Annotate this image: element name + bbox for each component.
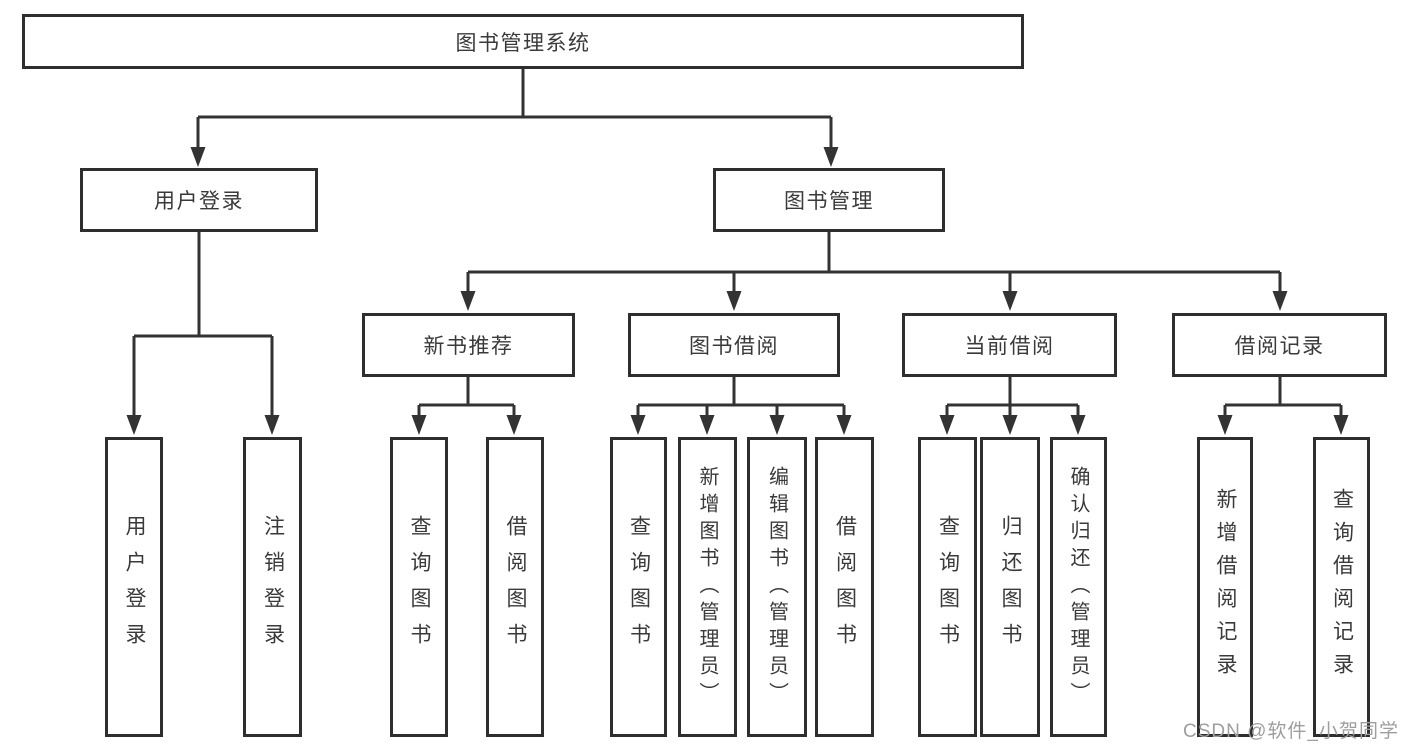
- leaf-logout: 注销登录: [243, 437, 302, 737]
- csdn-watermark: CSDN @软件_小贺同学: [1183, 721, 1399, 742]
- node-label: 当前借阅: [964, 335, 1055, 358]
- leaf-record-query: 查询借阅记录: [1313, 437, 1370, 737]
- leaf-label: 归还图书: [999, 515, 1022, 659]
- leaf-label: 编辑图书（管理员）: [765, 465, 788, 709]
- leaf-label: 查询图书: [408, 515, 431, 659]
- leaf-current-query: 查询图书: [918, 437, 977, 737]
- node-label: 图书管理: [784, 190, 874, 213]
- node-book-management-branch: 图书管理: [713, 168, 945, 232]
- node-label: 图书借阅: [689, 335, 779, 358]
- leaf-label: 查询图书: [627, 515, 651, 659]
- node-label: 新书推荐: [423, 335, 514, 358]
- node-borrow-records: 借阅记录: [1172, 313, 1387, 377]
- node-label: 借阅记录: [1234, 335, 1325, 358]
- leaf-newbook-borrow: 借阅图书: [486, 437, 544, 737]
- leaf-borrow-add-admin: 新增图书（管理员）: [678, 437, 737, 737]
- leaf-user-login: 用户登录: [105, 437, 163, 737]
- leaf-record-add: 新增借阅记录: [1197, 437, 1253, 737]
- node-user-login-branch: 用户登录: [80, 168, 318, 232]
- leaf-borrow-edit-admin: 编辑图书（管理员）: [747, 437, 807, 737]
- node-root-system: 图书管理系统: [22, 14, 1024, 69]
- leaf-label: 确认归还（管理员）: [1067, 465, 1089, 709]
- leaf-label: 查询图书: [936, 515, 960, 659]
- leaf-borrow-book: 借阅图书: [815, 437, 874, 737]
- leaf-label: 借阅图书: [833, 515, 857, 659]
- node-new-book-recommend: 新书推荐: [362, 313, 575, 377]
- node-current-borrow: 当前借阅: [902, 313, 1117, 377]
- node-book-borrow: 图书借阅: [628, 313, 840, 377]
- node-label: 用户登录: [154, 190, 244, 213]
- leaf-borrow-query: 查询图书: [610, 437, 667, 737]
- leaf-label: 注销登录: [261, 515, 285, 659]
- leaf-return-book: 归还图书: [980, 437, 1040, 737]
- leaf-label: 新增图书（管理员）: [696, 465, 718, 709]
- leaf-label: 借阅图书: [504, 515, 527, 659]
- leaf-confirm-return-admin: 确认归还（管理员）: [1050, 437, 1107, 737]
- leaf-label: 新增借阅记录: [1214, 488, 1237, 686]
- node-root-label: 图书管理系统: [455, 31, 591, 55]
- leaf-label: 用户登录: [123, 515, 146, 659]
- leaf-newbook-query: 查询图书: [390, 437, 448, 737]
- leaf-label: 查询借阅记录: [1330, 488, 1354, 686]
